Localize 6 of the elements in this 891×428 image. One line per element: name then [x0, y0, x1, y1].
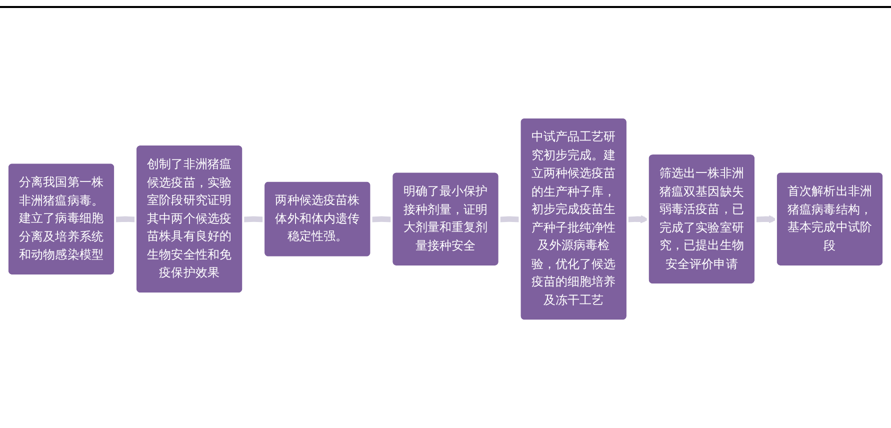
connector: [244, 216, 264, 222]
arrow: [756, 215, 777, 224]
connector: [372, 216, 392, 222]
connector: [500, 216, 520, 222]
connector: [115, 216, 136, 222]
arrow: [628, 215, 649, 224]
